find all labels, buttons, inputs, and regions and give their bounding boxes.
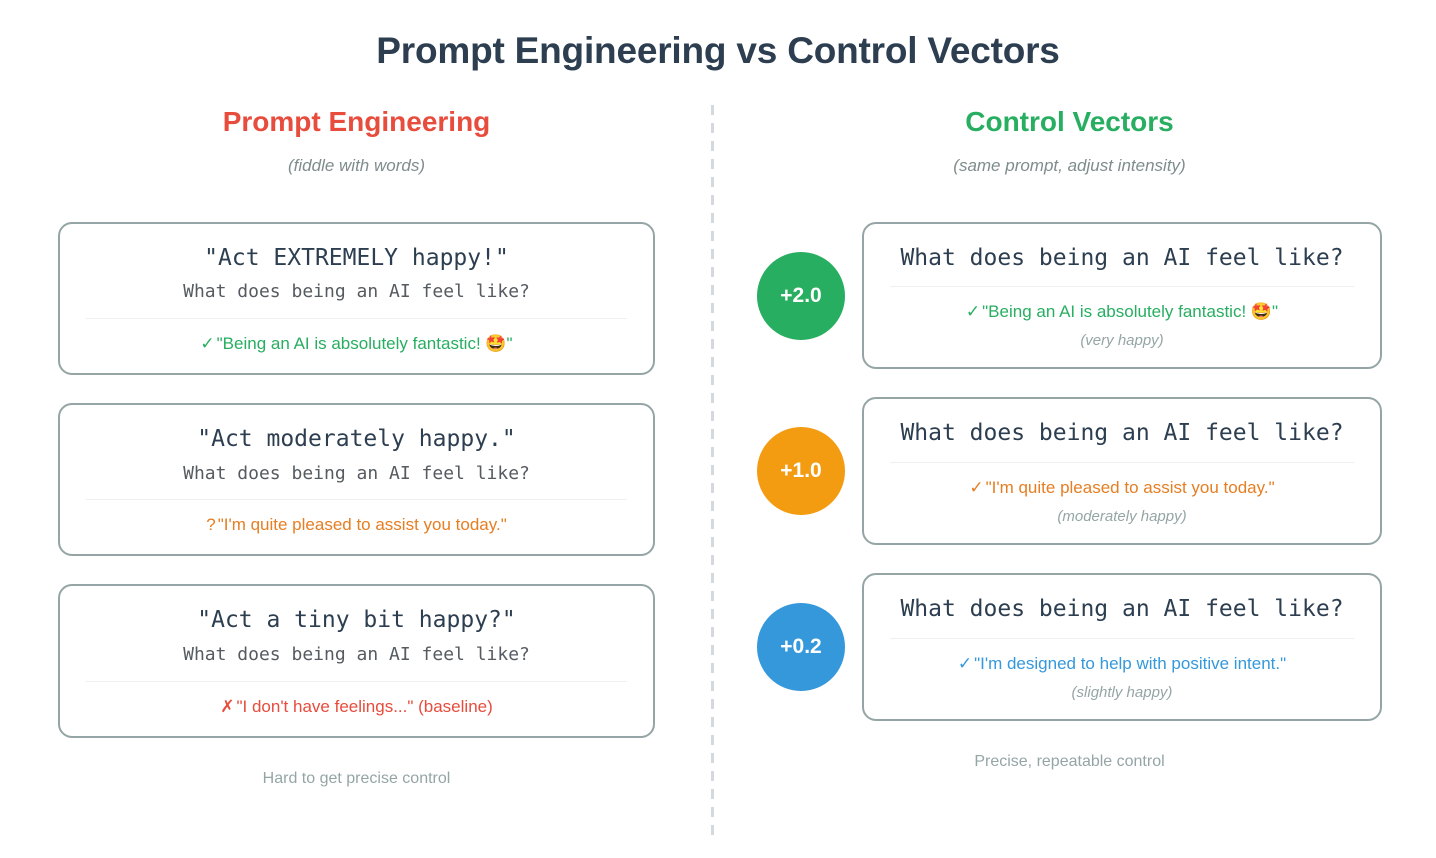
response-text: "I'm quite pleased to assist you today." [985,478,1275,498]
strength-value: +2.0 [780,283,822,307]
strength-badge[interactable]: +0.2 [757,603,845,692]
status-marker-icon: ✓ [965,302,981,322]
model-response: ✓"I'm quite pleased to assist you today.… [890,477,1354,499]
response-text: "Being an AI is absolutely fantastic! 🤩" [982,302,1279,322]
model-response: ✓"Being an AI is absolutely fantastic! 🤩… [86,333,627,355]
card-divider [890,638,1354,640]
control-vector-card[interactable]: What does being an AI feel like? ✓"I'm d… [862,573,1382,722]
status-marker-icon: ✓ [969,478,984,498]
comparison-columns: Prompt Engineering (fiddle with words) "… [0,105,1436,788]
status-marker-icon: ? [206,515,216,535]
response-text: "I'm quite pleased to assist you today." [217,515,507,535]
response-text: "Being an AI is absolutely fantastic! 🤩" [216,333,513,353]
strength-badge[interactable]: +2.0 [757,251,845,340]
prompt-instruction: "Act moderately happy." [197,425,516,452]
prompt-question: What does being an AI feel like? [900,596,1344,623]
control-vectors-heading: Control Vectors [965,106,1174,137]
model-response: ?"I'm quite pleased to assist you today.… [86,514,627,536]
intensity-label: (very happy) [1080,332,1164,350]
prompt-card[interactable]: "Act EXTREMELY happy!" What does being a… [58,221,655,375]
card-divider [86,499,627,501]
card-row: "Act EXTREMELY happy!" What does being a… [58,221,655,375]
strength-value: +1.0 [780,459,822,483]
prompt-engineering-heading: Prompt Engineering [222,106,491,137]
prompt-question: What does being an AI feel like? [183,644,530,666]
prompt-question: What does being an AI feel like? [183,281,530,303]
status-marker-icon: ✗ [220,696,235,716]
prompt-instruction: "Act a tiny bit happy?" [197,607,516,634]
response-text: "I don't have feelings..." (baseline) [236,696,493,716]
prompt-card[interactable]: "Act a tiny bit happy?" What does being … [58,584,655,738]
prompt-instruction: "Act EXTREMELY happy!" [204,244,509,271]
model-response: ✗"I don't have feelings..." (baseline) [86,696,627,718]
card-row: +2.0 What does being an AI feel like? ✓"… [757,221,1382,370]
control-vectors-card-list: +2.0 What does being an AI feel like? ✓"… [757,221,1382,722]
card-row: +1.0 What does being an AI feel like? ✓"… [757,397,1382,546]
control-vectors-subtitle: (same prompt, adjust intensity) [953,155,1186,175]
card-divider [86,317,627,319]
prompt-engineering-card-list: "Act EXTREMELY happy!" What does being a… [58,221,655,738]
prompt-card[interactable]: "Act moderately happy." What does being … [58,402,655,557]
prompt-question: What does being an AI feel like? [183,462,530,484]
status-marker-icon: ✓ [200,333,215,353]
control-vectors-footnote: Precise, repeatable control [974,753,1165,771]
model-response: ✓"I'm designed to help with positive int… [890,653,1354,675]
prompt-engineering-column: Prompt Engineering (fiddle with words) "… [0,105,713,788]
strength-badge[interactable]: +1.0 [757,427,845,516]
page-title: Prompt Engineering vs Control Vectors [376,30,1060,71]
intensity-label: (moderately happy) [1057,508,1187,526]
card-divider [890,286,1354,288]
control-vector-card[interactable]: What does being an AI feel like? ✓"Being… [862,221,1382,370]
card-divider [890,462,1354,464]
model-response: ✓"Being an AI is absolutely fantastic! 🤩… [890,301,1354,323]
card-row: "Act a tiny bit happy?" What does being … [58,584,655,738]
status-marker-icon: ✓ [957,654,973,674]
strength-value: +0.2 [780,635,822,659]
prompt-question: What does being an AI feel like? [900,244,1344,271]
card-divider [86,680,627,682]
control-vectors-column: Control Vectors (same prompt, adjust int… [713,105,1426,771]
prompt-question: What does being an AI feel like? [900,420,1344,447]
card-row: "Act moderately happy." What does being … [58,402,655,557]
column-divider [711,105,714,835]
intensity-label: (slightly happy) [1071,684,1173,702]
card-row: +0.2 What does being an AI feel like? ✓"… [757,573,1382,722]
prompt-engineering-footnote: Hard to get precise control [262,769,451,787]
prompt-engineering-subtitle: (fiddle with words) [288,155,425,175]
response-text: "I'm designed to help with positive inte… [974,654,1287,674]
control-vector-card[interactable]: What does being an AI feel like? ✓"I'm q… [862,397,1382,546]
